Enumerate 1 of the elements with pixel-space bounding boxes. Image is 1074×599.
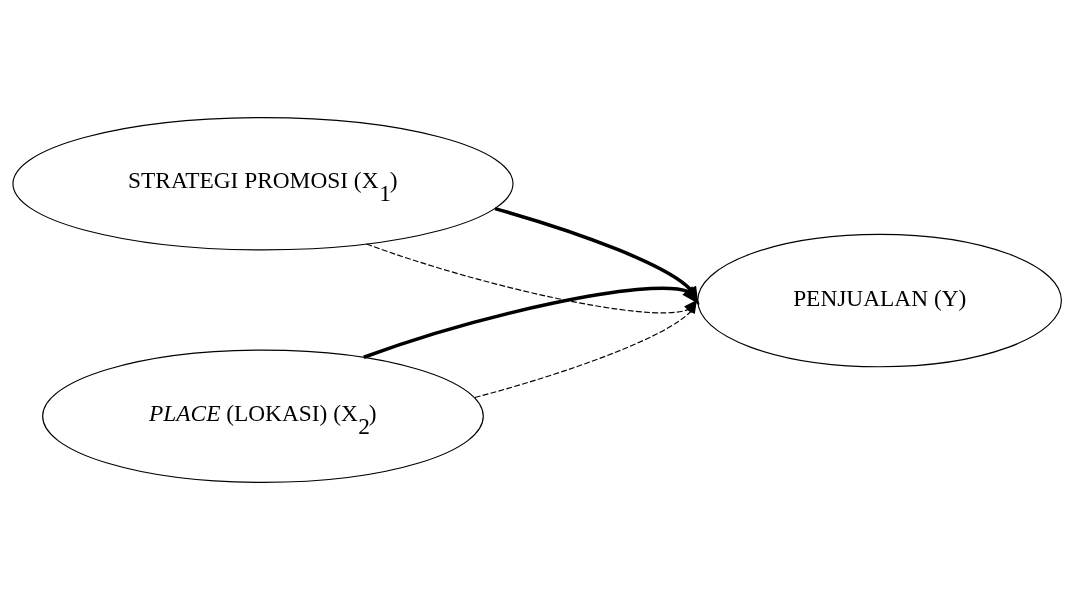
- node-ellipse: PENJUALAN (Y): [697, 233, 1062, 367]
